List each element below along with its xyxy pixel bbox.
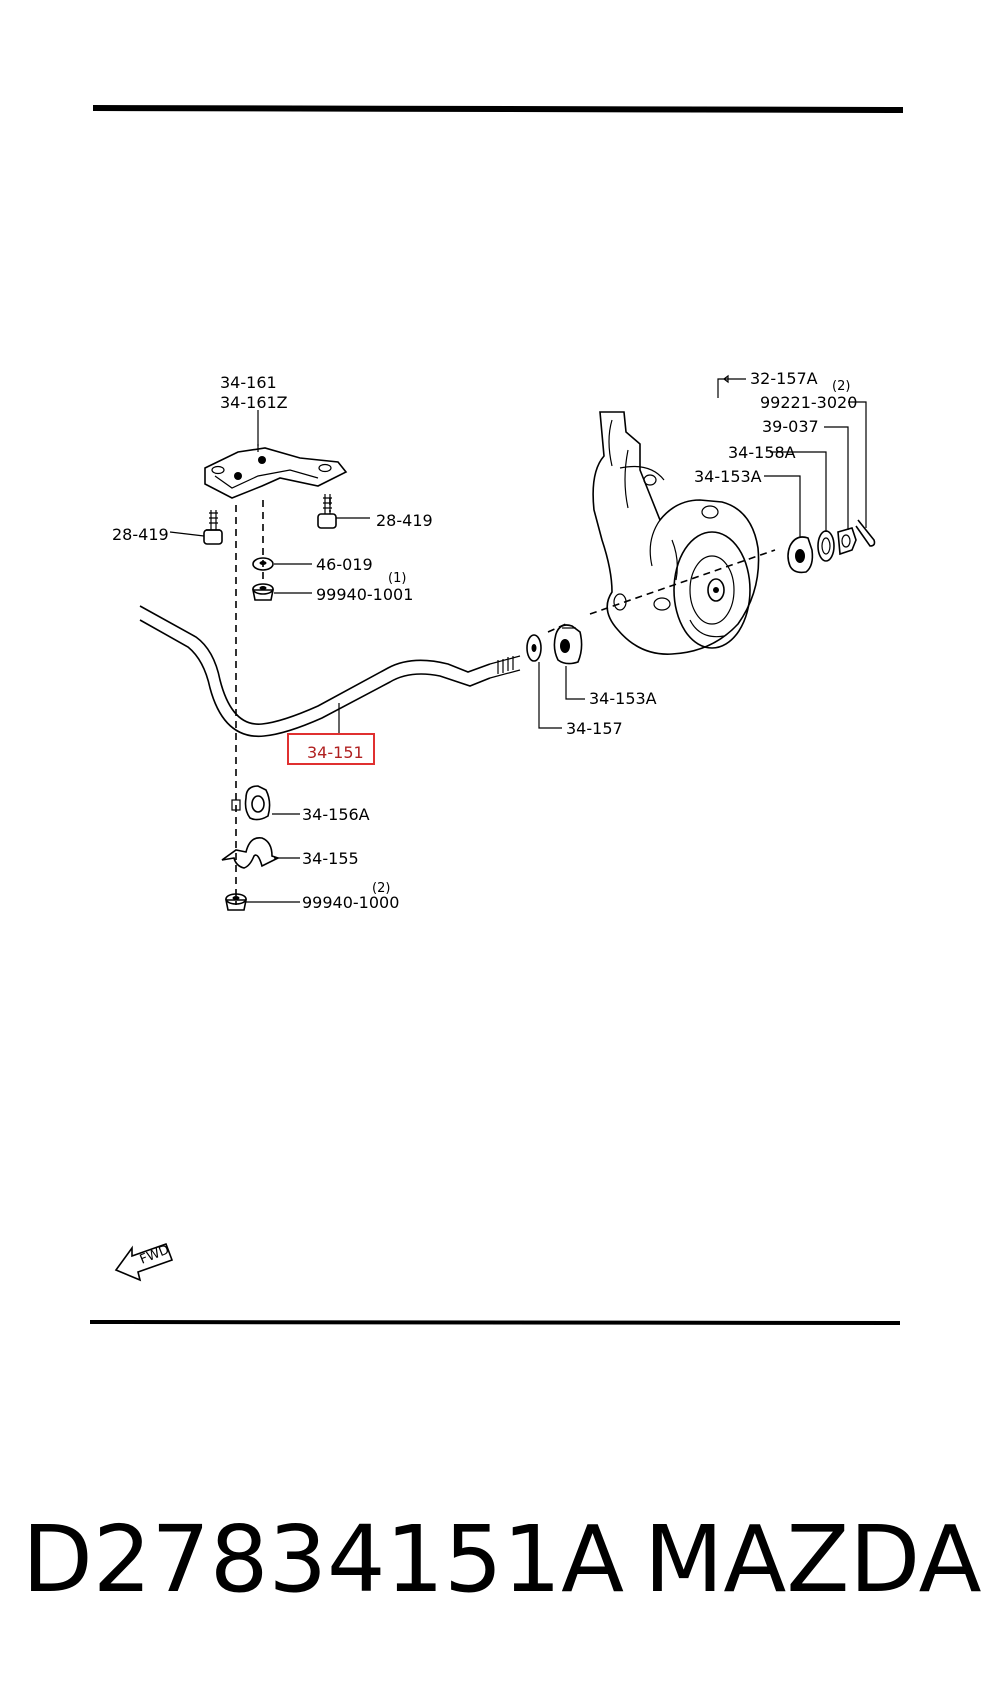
label-bracket-bushing: 34-156A	[302, 805, 370, 824]
label-link-ref: 32-157A	[750, 369, 818, 388]
mounting-bracket	[204, 444, 348, 499]
label-castle-nut: 39-037	[762, 417, 819, 436]
label-34-161: 34-161	[220, 373, 277, 392]
cotter-pin	[855, 519, 876, 547]
label-cotter-pin: 99221-3020	[760, 393, 857, 412]
bolt-left	[203, 510, 223, 545]
brand-name: MAZDA	[644, 1506, 982, 1613]
label-34-161z: 34-161Z	[220, 393, 288, 412]
label-bushing-upper: 34-153A	[694, 467, 762, 486]
label-bolt-right: 28-419	[376, 511, 433, 530]
label-washer: 46-019	[316, 555, 373, 574]
washer-34-157	[526, 634, 542, 662]
label-bushing-lower: 34-153A	[589, 689, 657, 708]
bushing-lower	[553, 624, 583, 665]
label-cotter-pin-qty: (2)	[832, 379, 850, 394]
bolt-right	[317, 494, 337, 529]
label-clamp: 34-155	[302, 849, 359, 868]
bushing-upper	[787, 536, 814, 574]
label-nut-bottom: 99940-1000	[302, 893, 399, 912]
fwd-label: FWD	[138, 1242, 172, 1267]
top-rule	[92, 105, 904, 113]
highlight-box	[287, 733, 375, 765]
label-stabilizer-bar: 34-151	[307, 743, 364, 762]
bottom-rule	[89, 1320, 901, 1325]
washer-34-158A	[817, 530, 835, 562]
nut-top	[252, 583, 274, 601]
label-nut-top-qty: (1)	[388, 571, 406, 586]
fwd-arrow-icon: FWD	[114, 1242, 174, 1282]
leader-lines	[169, 374, 867, 903]
label-nut-bottom-qty: (2)	[372, 881, 390, 896]
part-number: D27834151A	[22, 1506, 625, 1613]
label-bolt-left: 28-419	[112, 525, 169, 544]
part-caption: D27834151A MAZDA	[22, 1500, 982, 1620]
dashed-line-knuckle	[589, 549, 776, 615]
clamp	[221, 836, 281, 869]
castle-nut	[837, 527, 857, 556]
label-washer-lower: 34-157	[566, 719, 623, 738]
bracket-bushing	[231, 785, 271, 821]
stabilizer-bar	[139, 605, 521, 738]
nut-bottom	[225, 893, 247, 911]
label-washer-upper: 34-158A	[728, 443, 796, 462]
label-nut-top: 99940-1001	[316, 585, 413, 604]
steering-knuckle	[592, 411, 760, 655]
